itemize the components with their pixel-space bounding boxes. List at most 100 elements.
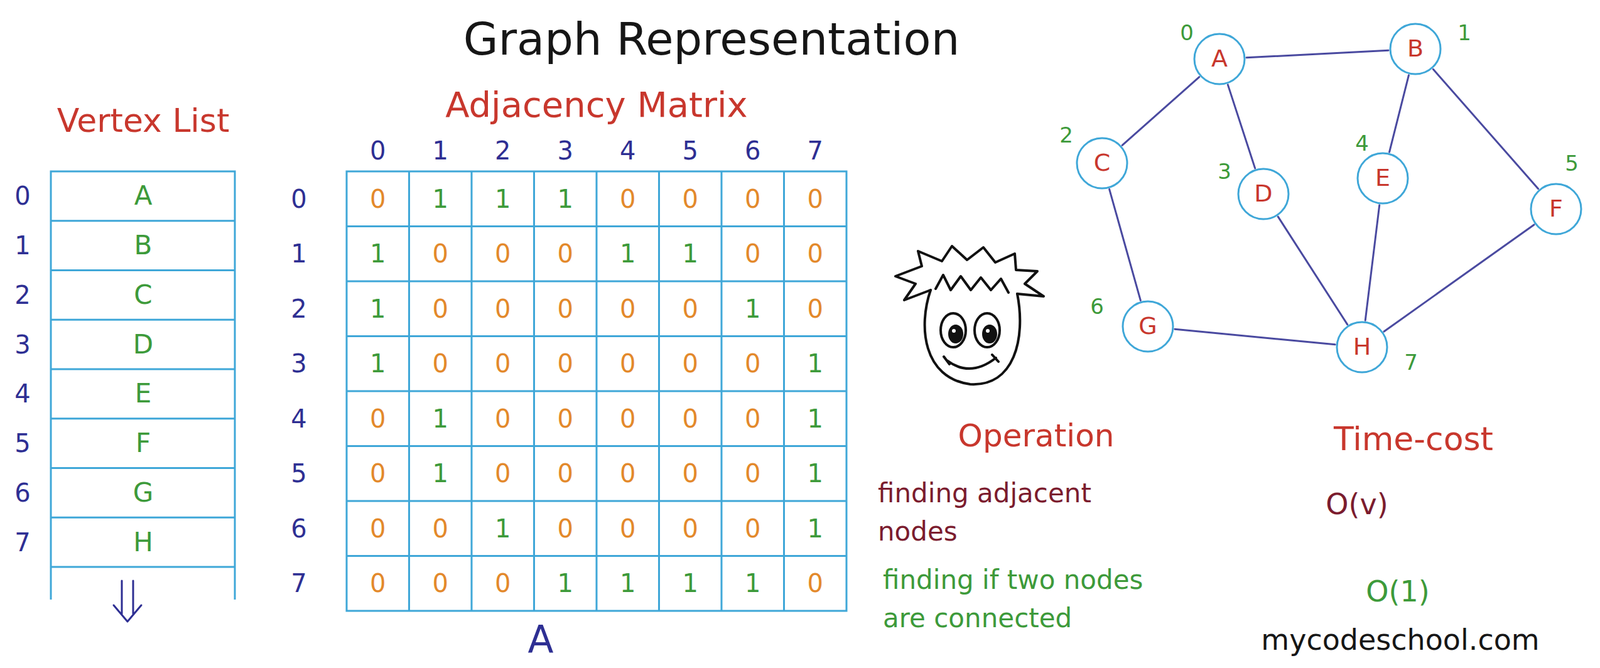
matrix-cell: 0 bbox=[557, 293, 574, 325]
matrix-cell: 0 bbox=[369, 458, 386, 489]
matrix-cell: 0 bbox=[369, 513, 386, 544]
graph-edge bbox=[1432, 69, 1538, 189]
graph-vertex: C bbox=[1075, 136, 1129, 190]
matrix-cell: 0 bbox=[807, 238, 824, 269]
vertex-letter: A bbox=[1211, 45, 1228, 73]
vertex-outline bbox=[1336, 322, 1388, 373]
index-number: 0 bbox=[14, 180, 31, 211]
matrix-cell: 1 bbox=[557, 568, 574, 599]
matrix-cell: 1 bbox=[619, 568, 636, 599]
matrix-cell: 0 bbox=[494, 458, 511, 489]
vertex-name: F bbox=[135, 427, 151, 460]
matrix-cell: 0 bbox=[682, 458, 699, 489]
vertex-name: H bbox=[133, 526, 154, 558]
matrix-cell: 0 bbox=[619, 293, 636, 325]
matrix-cell: 0 bbox=[682, 403, 699, 434]
column-index: 6 bbox=[744, 135, 761, 166]
matrix-cell: 0 bbox=[744, 348, 761, 379]
vertex-name: A bbox=[134, 180, 153, 212]
section-heading: Adjacency Matrix bbox=[445, 83, 748, 126]
graph-edge bbox=[1109, 189, 1141, 301]
matrix-cell: 0 bbox=[432, 348, 449, 379]
graph-edge bbox=[1383, 224, 1535, 332]
time-cost: O(1) bbox=[1365, 574, 1430, 610]
matrix-cell: 1 bbox=[619, 238, 636, 269]
column-index: 5 bbox=[682, 135, 699, 166]
matrix-cell: 1 bbox=[744, 568, 761, 599]
matrix-cell: 1 bbox=[744, 293, 761, 325]
vertex-letter: D bbox=[1254, 180, 1273, 208]
vertex-outline bbox=[1530, 183, 1582, 235]
matrix-cell: 0 bbox=[432, 513, 449, 544]
row-index: 6 bbox=[290, 513, 307, 544]
column-heading: Operation bbox=[958, 416, 1115, 455]
column-index: 0 bbox=[369, 135, 386, 166]
column-index: 3 bbox=[557, 135, 574, 166]
vertex-index: 6 bbox=[1090, 293, 1104, 320]
vertex-letter: B bbox=[1407, 35, 1424, 63]
matrix-cell: 0 bbox=[619, 513, 636, 544]
vertex-name: G bbox=[133, 477, 154, 509]
graph-vertex: A bbox=[1193, 32, 1246, 86]
watermark: mycodeschool.com bbox=[1260, 622, 1540, 658]
vertex-outline bbox=[1357, 153, 1408, 204]
row-index: 4 bbox=[290, 403, 307, 434]
vertex-name: B bbox=[134, 229, 153, 262]
matrix-cell: 1 bbox=[807, 458, 824, 489]
matrix-cell: 1 bbox=[369, 238, 386, 269]
matrix-cell: 0 bbox=[557, 238, 574, 269]
matrix-name: A bbox=[527, 616, 554, 662]
vertex-index: 5 bbox=[1564, 150, 1579, 177]
index-number: 6 bbox=[14, 477, 31, 509]
vertex-outline bbox=[1238, 168, 1289, 220]
matrix-cell: 0 bbox=[619, 348, 636, 379]
vertex-index: 4 bbox=[1355, 130, 1369, 157]
index-number: 2 bbox=[14, 280, 31, 311]
column-heading: Time-cost bbox=[1333, 419, 1494, 459]
face-outline bbox=[924, 290, 1021, 385]
matrix-cell: 0 bbox=[807, 568, 824, 599]
matrix-cell: 1 bbox=[432, 183, 449, 215]
vertex-outline bbox=[1194, 33, 1245, 85]
matrix-cell: 0 bbox=[682, 513, 699, 544]
graph-edge bbox=[1122, 77, 1200, 146]
matrix-cell: 1 bbox=[557, 183, 574, 215]
vertex-index: 0 bbox=[1179, 20, 1194, 46]
matrix-cell: 1 bbox=[807, 403, 824, 434]
graph-vertex: E bbox=[1356, 151, 1410, 205]
matrix-cell: 1 bbox=[682, 568, 699, 599]
vertex-outline bbox=[1122, 301, 1173, 352]
smile bbox=[943, 354, 999, 369]
graph-vertex: B bbox=[1389, 22, 1442, 76]
graph-vertex: D bbox=[1237, 167, 1290, 221]
matrix-cell: 0 bbox=[682, 293, 699, 325]
column-index: 7 bbox=[807, 135, 824, 166]
left-eye bbox=[940, 313, 966, 348]
graph-edge bbox=[1246, 50, 1389, 58]
matrix-cell: 0 bbox=[494, 348, 511, 379]
matrix-cell: 0 bbox=[682, 183, 699, 215]
hair-fringe bbox=[935, 275, 1009, 293]
vertex-letter: F bbox=[1549, 195, 1563, 223]
hair bbox=[895, 246, 1044, 301]
vertex-name: C bbox=[133, 279, 152, 311]
graph-edge bbox=[1227, 84, 1255, 169]
matrix-cell: 1 bbox=[494, 513, 511, 544]
matrix-cell: 0 bbox=[369, 183, 386, 215]
matrix-cell: 0 bbox=[744, 238, 761, 269]
matrix-cell: 1 bbox=[432, 458, 449, 489]
right-pupil bbox=[983, 325, 996, 343]
matrix-cell: 0 bbox=[557, 513, 574, 544]
column-index: 2 bbox=[494, 135, 511, 166]
graph-vertex: F bbox=[1529, 182, 1583, 236]
matrix-cell: 0 bbox=[369, 568, 386, 599]
matrix-cell: 0 bbox=[744, 458, 761, 489]
matrix-cell: 0 bbox=[744, 513, 761, 544]
right-eye bbox=[974, 313, 1000, 348]
index-number: 5 bbox=[14, 428, 31, 459]
vertex-name: D bbox=[133, 328, 154, 360]
graph-edge bbox=[1277, 216, 1347, 325]
graph-vertex: G bbox=[1121, 300, 1175, 353]
matrix-cell: 1 bbox=[682, 238, 699, 269]
